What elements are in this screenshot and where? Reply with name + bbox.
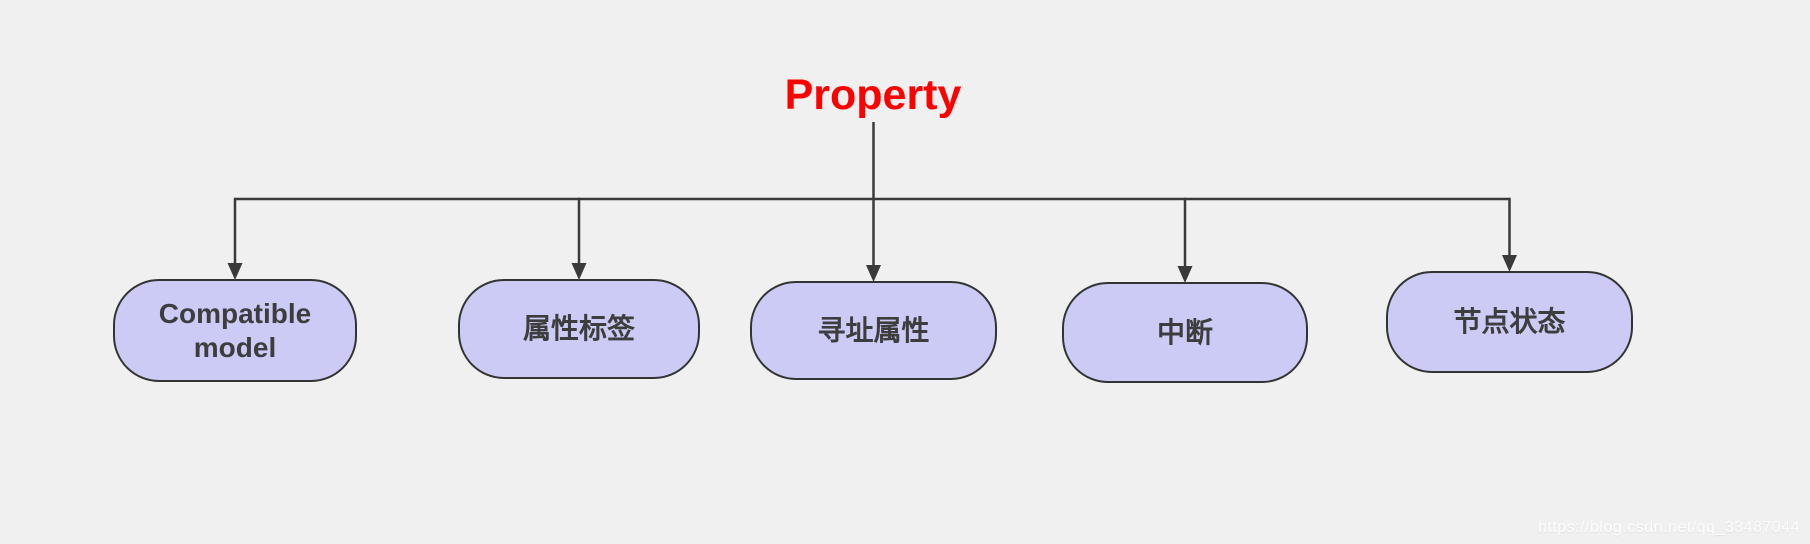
node-node-status: 节点状态 [1386,271,1633,373]
node-label: Compatible model [158,298,312,363]
node-property-tags: 属性标签 [458,279,700,379]
node-addressing-property: 寻址属性 [750,281,997,380]
csdn-watermark: https://blog.csdn.net/qq_33487044 [1537,519,1800,536]
arrowhead-icon [571,263,587,280]
arrowhead-icon [1177,266,1193,283]
arrowhead-icon [227,263,243,280]
node-label: 中断 [1156,316,1213,348]
arrowhead-icon [1502,255,1517,272]
node-label: 节点状态 [1453,306,1566,338]
node-compatible-model: Compatible model [113,279,357,382]
node-interrupt: 中断 [1062,282,1308,383]
arrowhead-icon [866,265,881,282]
diagram-title: Property [784,71,962,119]
node-label: 属性标签 [522,313,635,345]
node-label: 寻址属性 [817,314,930,346]
